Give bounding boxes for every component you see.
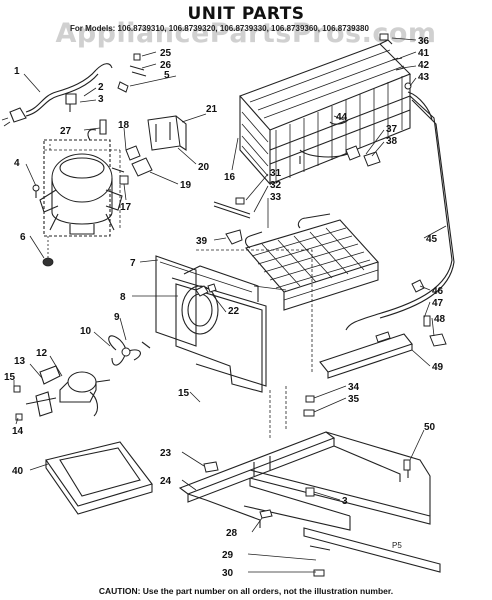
callout-39: 39 (196, 236, 208, 247)
callout-18: 18 (118, 120, 130, 131)
callout-45: 45 (426, 234, 438, 245)
model-list: For Models: 106.8739310, 106.8739320, 10… (70, 24, 369, 33)
callout-20: 20 (198, 162, 210, 173)
clip (225, 229, 243, 245)
callout-29: 29 (222, 550, 234, 561)
fan-blade (108, 335, 151, 366)
callout-17: 17 (120, 202, 132, 213)
callout-24: 24 (160, 476, 172, 487)
callout-4: 4 (14, 158, 20, 169)
callout-5: 5 (164, 70, 170, 81)
callout-10: 10 (80, 326, 92, 337)
callout-13: 13 (14, 356, 26, 367)
callout-2: 2 (98, 82, 104, 93)
callout-37: 37 (386, 124, 398, 135)
callout-8: 8 (120, 292, 126, 303)
guide-lines (44, 144, 313, 440)
callout-16: 16 (224, 172, 236, 183)
callout-22: 22 (228, 306, 240, 317)
callout-26: 26 (160, 60, 172, 71)
unit-frame (178, 431, 441, 577)
callout-labels: 1 2 3 4 5 6 7 8 9 10 12 13 14 15 16 17 1… (4, 36, 446, 579)
callout-43: 43 (418, 72, 430, 83)
callout-28: 28 (226, 528, 238, 539)
callout-3-bottom: 3 (342, 496, 348, 507)
callout-46: 46 (432, 286, 444, 297)
callout-36: 36 (418, 36, 430, 47)
callout-35: 35 (348, 394, 360, 405)
condenser (239, 33, 433, 186)
callout-44: 44 (336, 112, 348, 123)
compressor (32, 139, 123, 267)
callout-47: 47 (432, 298, 444, 309)
fan-shroud (155, 255, 287, 393)
callout-48: 48 (434, 314, 446, 325)
callout-1: 1 (14, 66, 20, 77)
callout-41: 41 (418, 48, 430, 59)
mounting-bracket (147, 115, 187, 152)
callout-40: 40 (12, 466, 24, 477)
callout-6: 6 (20, 232, 26, 243)
power-cord (1, 63, 113, 127)
callout-9: 9 (114, 312, 120, 323)
callout-19: 19 (180, 180, 192, 191)
clips-34-35 (303, 395, 315, 417)
callout-3-top: 3 (98, 94, 104, 105)
callout-50: 50 (424, 422, 436, 433)
callout-49: 49 (432, 362, 444, 373)
drain-pan (45, 441, 153, 515)
thermostat-parts (411, 279, 447, 347)
support-bracket (319, 331, 413, 379)
fasteners-top-left (65, 53, 147, 141)
leader-lines (13, 37, 447, 573)
callout-14: 14 (12, 426, 24, 437)
callout-7: 7 (130, 258, 136, 269)
callout-31: 31 (270, 168, 282, 179)
relay-overload (111, 145, 153, 185)
callout-12: 12 (36, 348, 48, 359)
callout-32: 32 (270, 180, 282, 191)
callout-23: 23 (160, 448, 172, 459)
callout-42: 42 (418, 60, 430, 71)
callout-34: 34 (348, 382, 360, 393)
callout-27: 27 (60, 126, 72, 137)
callout-30: 30 (222, 568, 234, 579)
fan-motor (13, 365, 111, 421)
callout-21: 21 (206, 104, 218, 115)
page-code: P5 (392, 541, 402, 550)
callout-15-left: 15 (4, 372, 16, 383)
callout-25: 25 (160, 48, 172, 59)
diagram-title: UNIT PARTS (187, 4, 305, 24)
callout-33: 33 (270, 192, 282, 203)
caution-note: CAUTION: Use the part number on all orde… (98, 586, 394, 596)
suction-line (345, 95, 455, 331)
evaporator (213, 197, 379, 311)
callout-38: 38 (386, 136, 398, 147)
callout-15-center: 15 (178, 388, 190, 399)
